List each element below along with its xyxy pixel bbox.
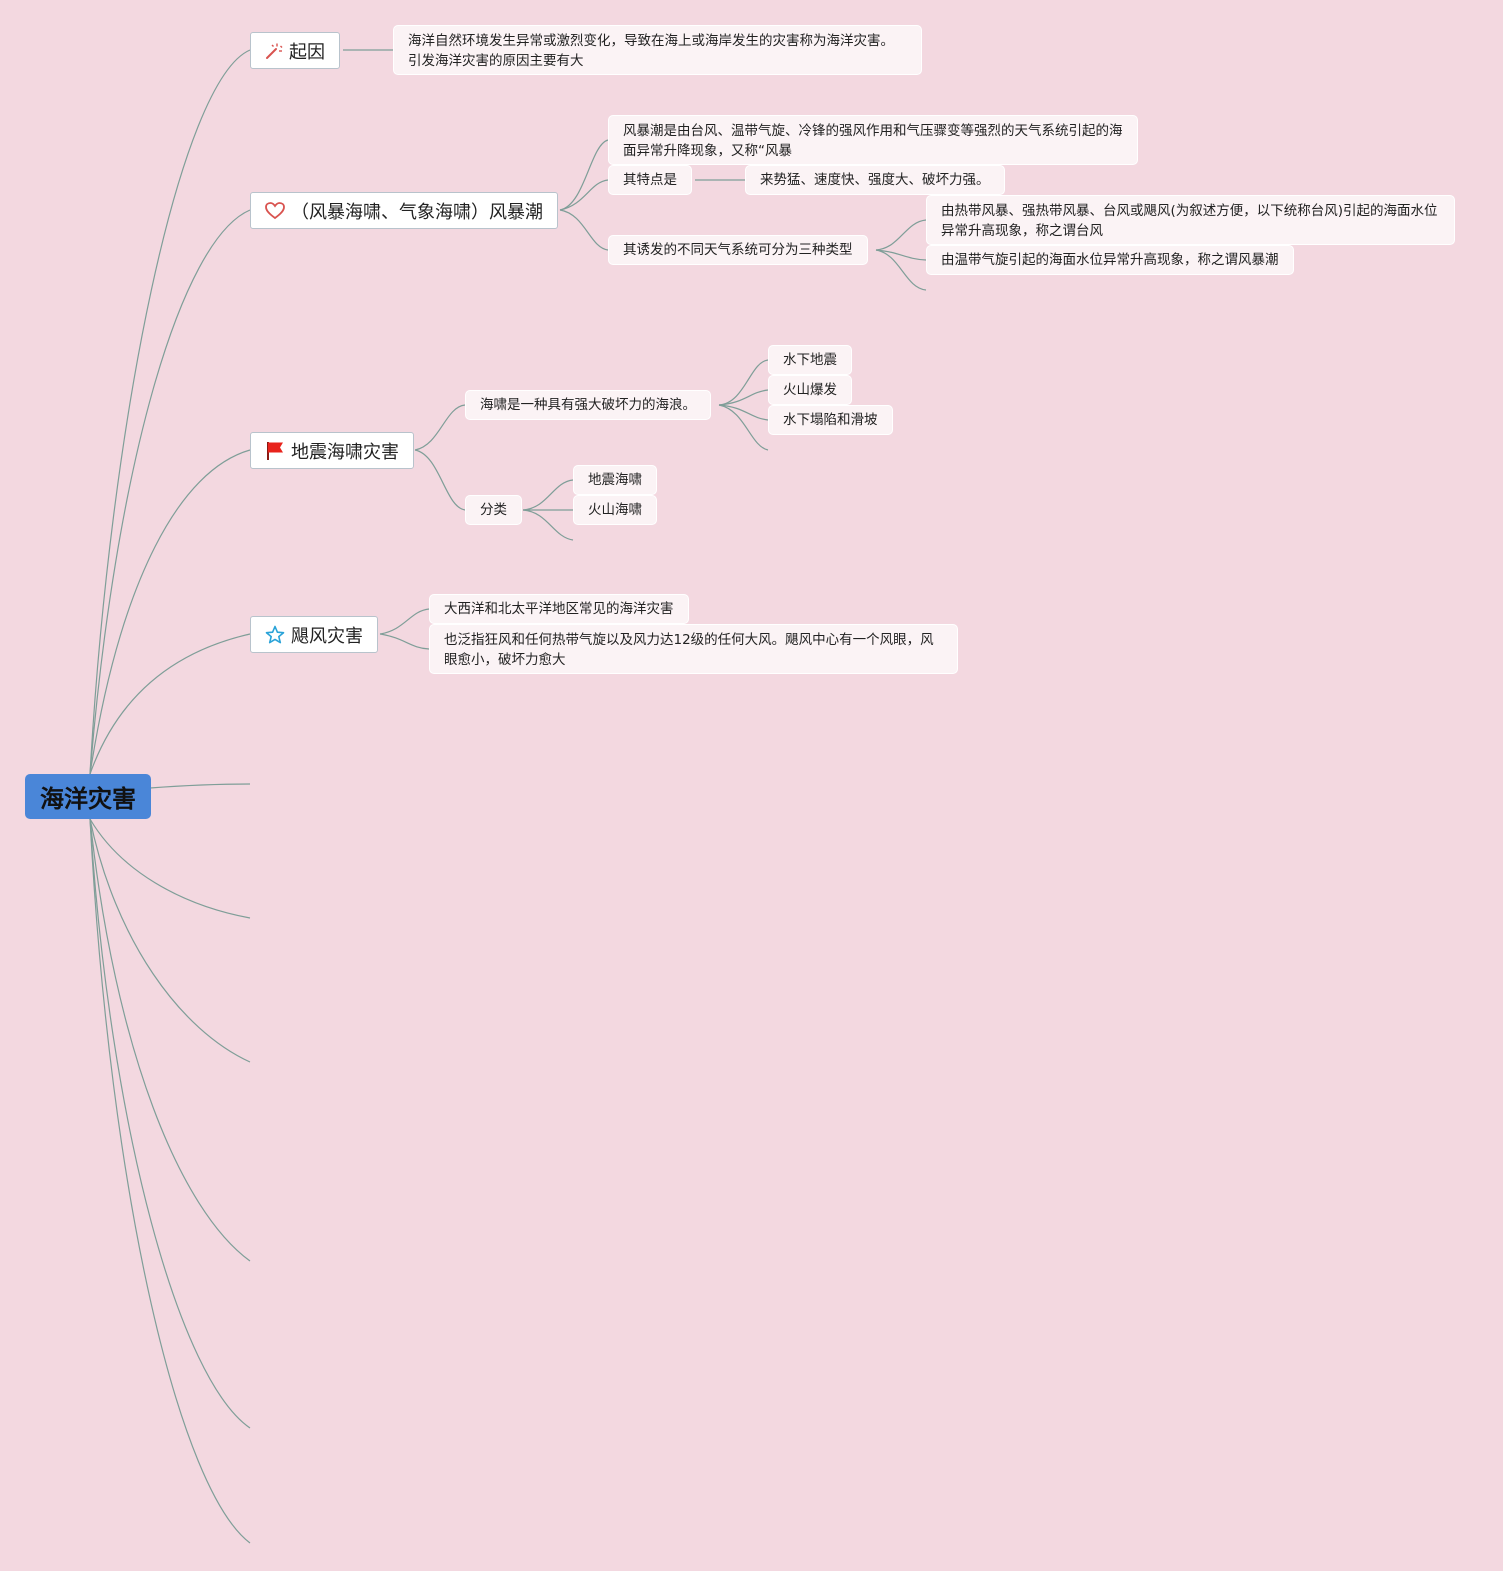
connector-storm-features xyxy=(559,179,609,211)
tsunami-cause-item[interactable]: 水下地震 xyxy=(768,345,852,375)
storm-surge-type-item[interactable]: 由温带气旋引起的海面水位异常升高现象，称之谓风暴潮 xyxy=(926,245,1294,275)
connector-types-1 xyxy=(875,219,927,251)
tsunami-cause-item[interactable]: 火山爆发 xyxy=(768,375,852,405)
connector-root-tsunami xyxy=(89,449,251,775)
connector-definition-cause-4 xyxy=(718,404,769,451)
hurricane-note-text: 大西洋和北太平洋地区常见的海洋灾害 xyxy=(444,601,674,617)
hurricane-note[interactable]: 也泛指狂风和任何热带气旋以及风力达12级的任何大风。飓风中心有一个风眼，风眼愈小… xyxy=(429,624,958,674)
topic-cause-label: 起因 xyxy=(289,41,325,63)
connector-hurricane-note-1 xyxy=(379,608,430,635)
hurricane-note-text: 也泛指狂风和任何热带气旋以及风力达12级的任何大风。飓风中心有一个风眼，风眼愈小… xyxy=(444,632,934,668)
storm-surge-type-item[interactable]: 由热带风暴、强热带风暴、台风或飓风(为叙述方便，以下统称台风)引起的海面水位异常… xyxy=(926,195,1455,245)
cause-detail[interactable]: 海洋自然环境发生异常或激烈变化，导致在海上或海岸发生的灾害称为海洋灾害。 引发海… xyxy=(393,25,922,75)
topic-storm-surge-label: （风暴海啸、气象海啸）风暴潮 xyxy=(291,201,543,223)
tsunami-classification[interactable]: 分类 xyxy=(465,495,522,525)
connector-tsunami-definition xyxy=(414,404,466,451)
storm-surge-features-value-text: 来势猛、速度快、强度大、破坏力强。 xyxy=(760,172,990,188)
tsunami-cause-text: 水下地震 xyxy=(783,352,837,368)
connector-root-empty-3 xyxy=(89,818,251,1063)
magic-wand-icon xyxy=(265,42,283,60)
topic-cause[interactable]: 起因 xyxy=(250,32,340,69)
storm-surge-type-text: 由热带风暴、强热带风暴、台风或飓风(为叙述方便，以下统称台风)引起的海面水位异常… xyxy=(941,203,1438,239)
connector-hurricane-note-2 xyxy=(379,633,430,650)
connector-types-3 xyxy=(875,249,927,291)
tsunami-cause-text: 水下塌陷和滑坡 xyxy=(783,412,878,428)
hurricane-note[interactable]: 大西洋和北太平洋地区常见的海洋灾害 xyxy=(429,594,689,624)
connector-types-2 xyxy=(875,249,927,261)
tsunami-class-text: 地震海啸 xyxy=(588,472,642,488)
connector-root-cause xyxy=(89,49,251,775)
red-flag-icon xyxy=(265,441,285,461)
connector-class-1 xyxy=(522,479,574,511)
storm-surge-definition[interactable]: 风暴潮是由台风、温带气旋、冷锋的强风作用和气压骤变等强烈的天气系统引起的海面异常… xyxy=(608,115,1138,165)
topic-tsunami-label: 地震海啸灾害 xyxy=(291,441,399,463)
connector-root-hurricane xyxy=(89,633,251,775)
tsunami-class-item[interactable]: 地震海啸 xyxy=(573,465,657,495)
storm-surge-type-text: 由温带气旋引起的海面水位异常升高现象，称之谓风暴潮 xyxy=(941,252,1279,268)
cause-detail-text: 海洋自然环境发生异常或激烈变化，导致在海上或海岸发生的灾害称为海洋灾害。 引发海… xyxy=(408,33,894,69)
storm-surge-features-label-text: 其特点是 xyxy=(623,172,677,188)
connector-root-empty-1 xyxy=(149,783,251,789)
tsunami-class-text: 火山海啸 xyxy=(588,502,642,518)
storm-surge-definition-text: 风暴潮是由台风、温带气旋、冷锋的强风作用和气压骤变等强烈的天气系统引起的海面异常… xyxy=(623,123,1123,159)
root-topic[interactable]: 海洋灾害 xyxy=(25,774,151,819)
connector-root-empty-6 xyxy=(89,818,251,1544)
connector-tsunami-classification xyxy=(414,449,466,511)
star-icon xyxy=(265,625,285,645)
storm-surge-types-label-text: 其诱发的不同天气系统可分为三种类型 xyxy=(623,242,853,258)
topic-hurricane-label: 飓风灾害 xyxy=(291,625,363,647)
root-label: 海洋灾害 xyxy=(40,785,136,813)
topic-storm-surge[interactable]: （风暴海啸、气象海啸）风暴潮 xyxy=(250,192,558,229)
tsunami-class-item[interactable]: 火山海啸 xyxy=(573,495,657,525)
connector-root-storm xyxy=(89,209,251,775)
connector-root-empty-4 xyxy=(89,818,251,1262)
connector-root-empty-5 xyxy=(89,818,251,1429)
connector-definition-cause-3 xyxy=(718,404,769,421)
topic-tsunami[interactable]: 地震海啸灾害 xyxy=(250,432,414,469)
tsunami-cause-text: 火山爆发 xyxy=(783,382,837,398)
tsunami-definition[interactable]: 海啸是一种具有强大破坏力的海浪。 xyxy=(465,390,711,420)
connector-definition-cause-1 xyxy=(718,359,769,406)
storm-surge-types-label[interactable]: 其诱发的不同天气系统可分为三种类型 xyxy=(608,235,868,265)
storm-surge-features-value[interactable]: 来势猛、速度快、强度大、破坏力强。 xyxy=(745,165,1005,195)
connector-root-empty-2 xyxy=(89,818,251,919)
tsunami-cause-item[interactable]: 水下塌陷和滑坡 xyxy=(768,405,893,435)
topic-hurricane[interactable]: 飓风灾害 xyxy=(250,616,378,653)
tsunami-definition-text: 海啸是一种具有强大破坏力的海浪。 xyxy=(480,397,696,413)
connector-class-3 xyxy=(522,509,574,541)
connector-definition-cause-2 xyxy=(718,389,769,406)
connector-storm-definition xyxy=(559,139,609,211)
heart-icon xyxy=(265,201,285,220)
connector-storm-types xyxy=(559,209,609,251)
tsunami-classification-text: 分类 xyxy=(480,502,507,518)
storm-surge-features-label[interactable]: 其特点是 xyxy=(608,165,692,195)
